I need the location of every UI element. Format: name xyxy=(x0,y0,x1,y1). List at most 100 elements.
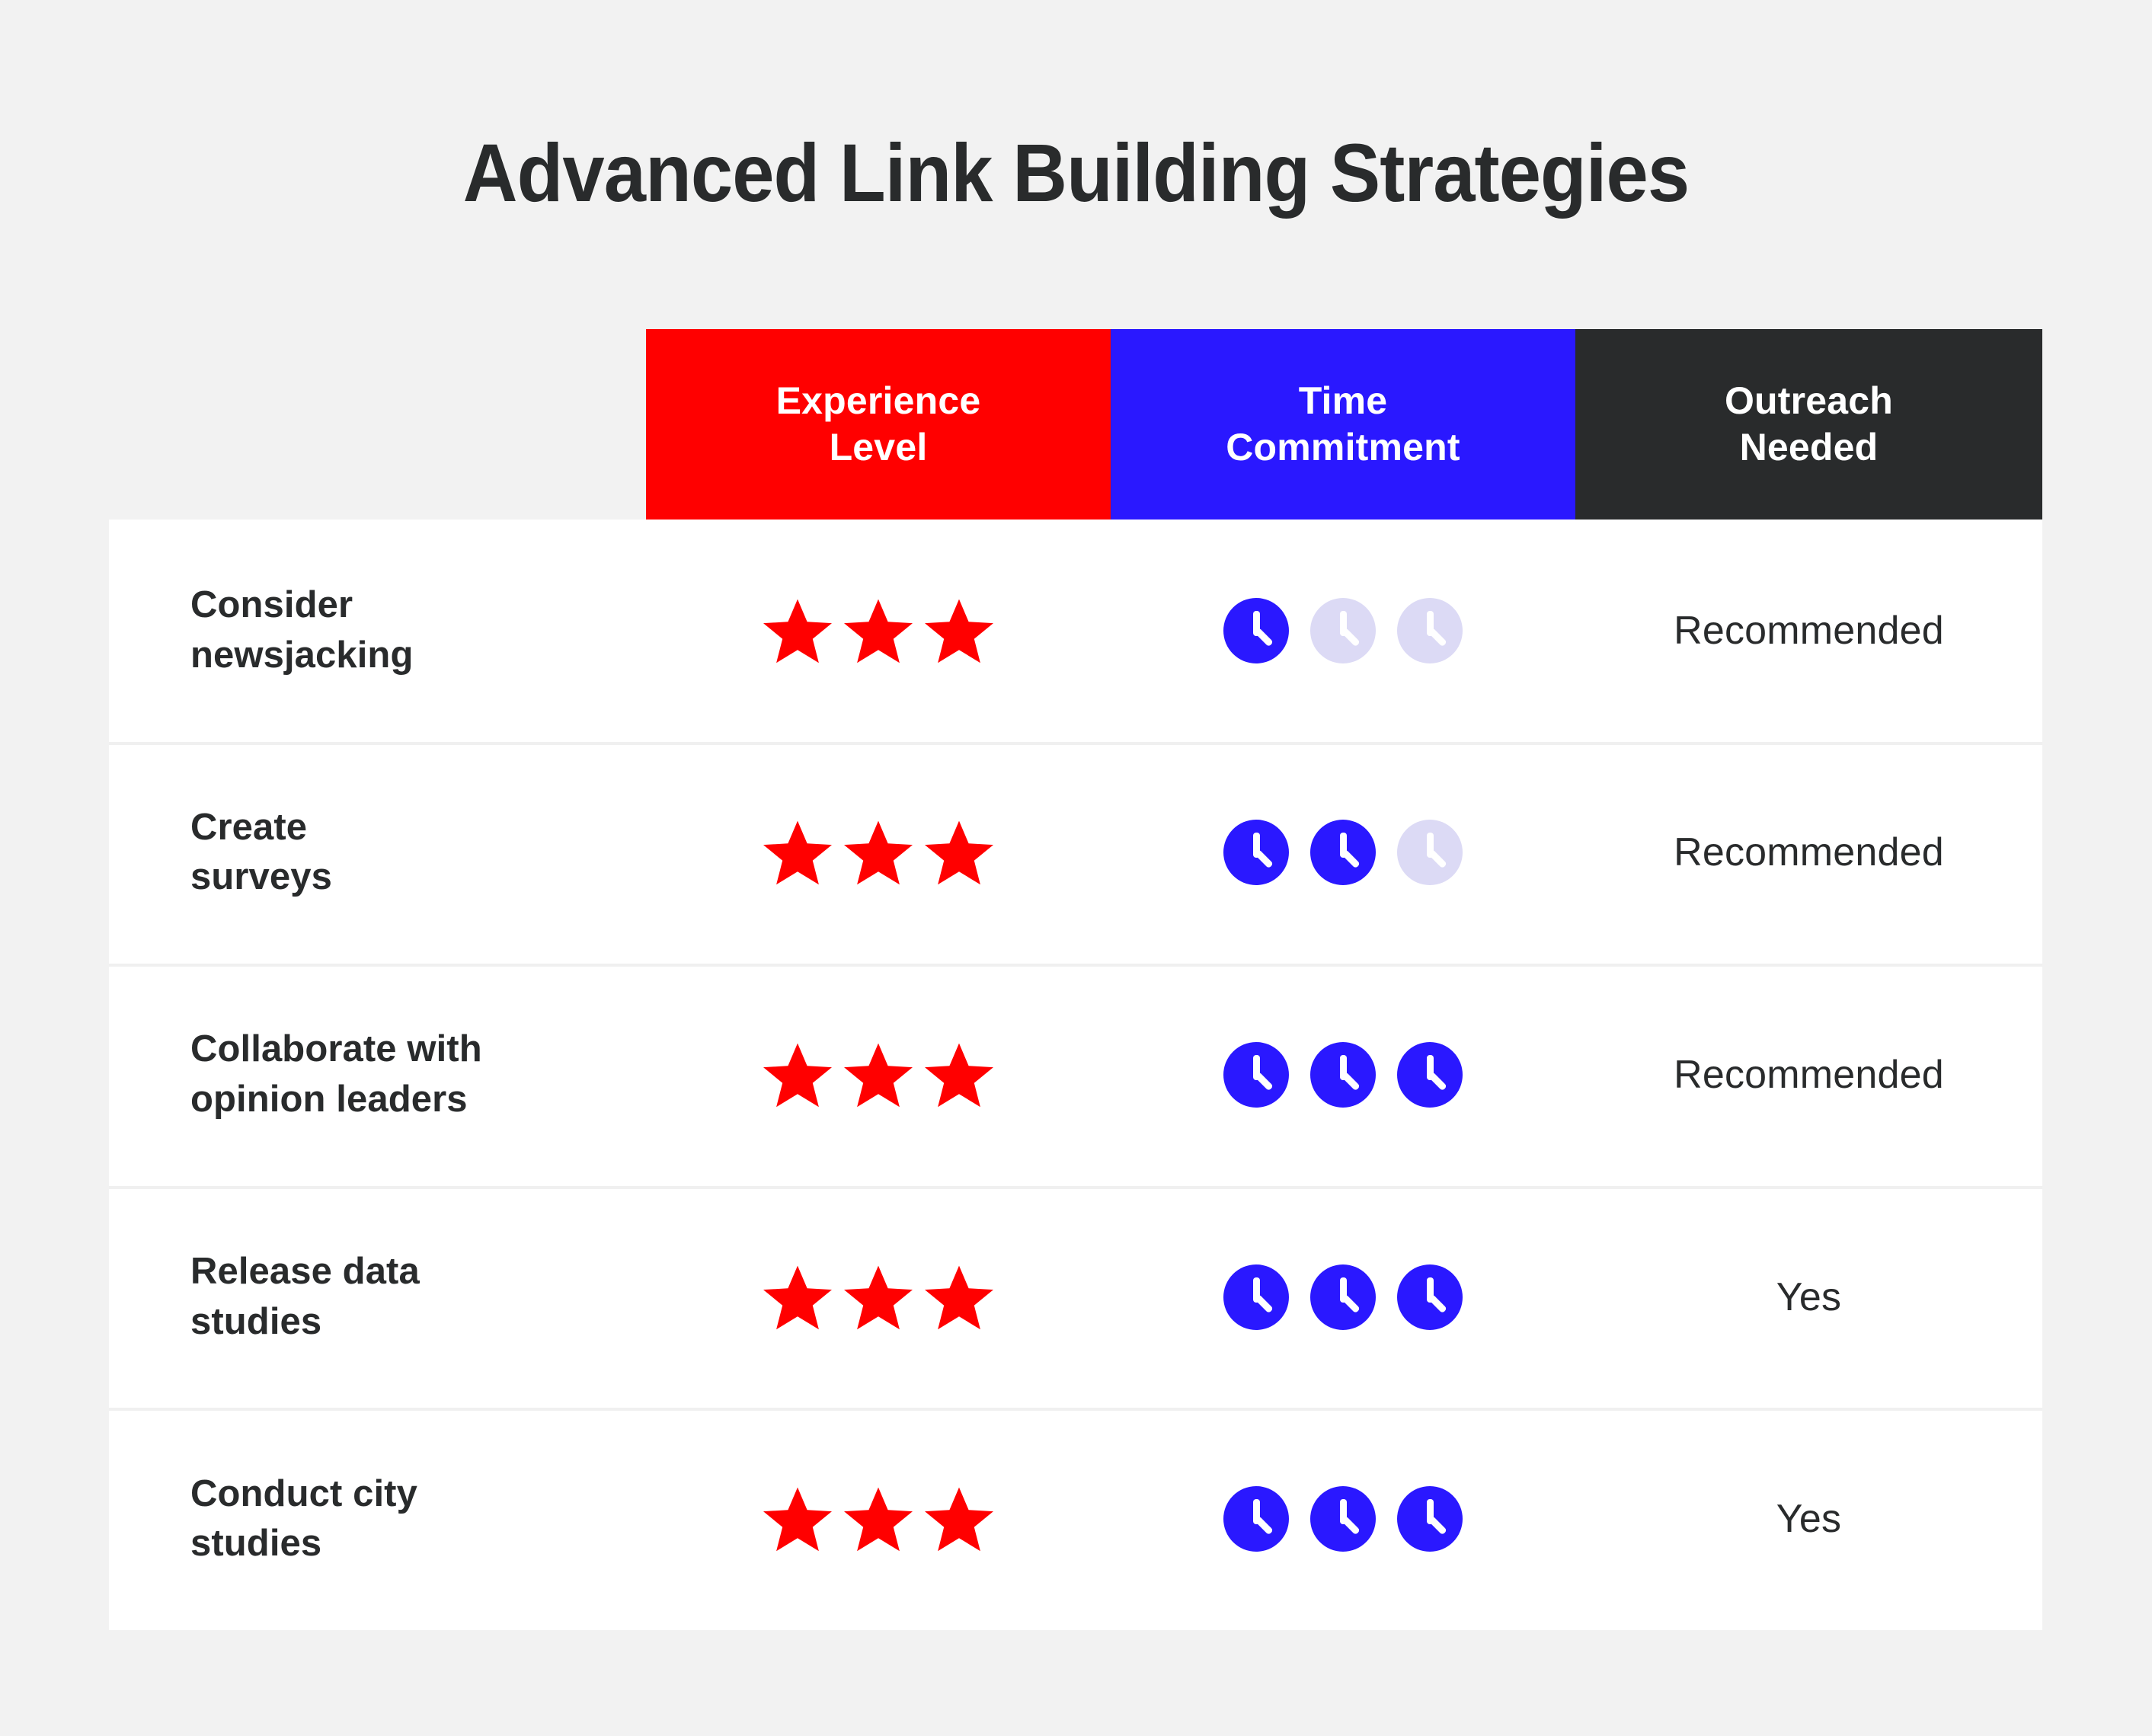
strategy-name-line1: Conduct city xyxy=(190,1472,417,1514)
experience-level-cell xyxy=(646,1485,1111,1553)
star-icon xyxy=(925,1041,993,1109)
time-commitment-cell xyxy=(1111,597,1575,663)
table-row: Collaborate with opinion leaders Recommend… xyxy=(109,964,2042,1186)
clock-icon-empty xyxy=(1397,820,1463,886)
time-commitment-cell xyxy=(1111,1264,1575,1330)
clock-icon-filled xyxy=(1223,1264,1289,1330)
outreach-needed-cell: Recommended xyxy=(1674,830,1944,875)
clock-icon-filled xyxy=(1397,1264,1463,1330)
clock-icon-filled xyxy=(1397,1041,1463,1108)
star-icon xyxy=(763,1041,832,1109)
clock-hour-hand xyxy=(1426,610,1434,636)
clock-minute-hand xyxy=(1340,627,1361,647)
clock-minute-hand xyxy=(1253,1071,1274,1092)
star-icon xyxy=(763,596,832,665)
clock-icon-filled xyxy=(1223,1486,1289,1552)
table-header-time-commitment: Time Commitment xyxy=(1111,329,1575,520)
star-icon xyxy=(925,596,993,665)
strategy-name-line1: Release data xyxy=(190,1250,420,1292)
clock-hour-hand xyxy=(1252,833,1260,858)
outreach-needed-cell: Yes xyxy=(1776,1497,1842,1542)
clock-hour-hand xyxy=(1339,1499,1347,1525)
clock-hour-hand xyxy=(1426,1499,1434,1525)
clock-hour-hand xyxy=(1426,1277,1434,1303)
clock-hour-hand xyxy=(1339,1277,1347,1303)
table-row: Conduct city studies Yes xyxy=(109,1408,2042,1630)
clock-icon-filled xyxy=(1397,1486,1463,1552)
clock-hour-hand xyxy=(1252,1054,1260,1080)
clock-icon-filled xyxy=(1310,1041,1376,1108)
star-icon xyxy=(763,818,832,887)
clock-icon-filled xyxy=(1223,820,1289,886)
strategy-name-line1: Create xyxy=(190,806,308,848)
strategy-name-cell: Release data studies xyxy=(109,1247,646,1347)
clock-minute-hand xyxy=(1427,1515,1447,1536)
clock-icon-empty xyxy=(1310,597,1376,663)
time-commitment-cell xyxy=(1111,820,1575,886)
clock-hour-hand xyxy=(1252,1499,1260,1525)
strategy-name-cell: Conduct city studies xyxy=(109,1469,646,1569)
clock-minute-hand xyxy=(1340,1293,1361,1313)
clock-minute-hand xyxy=(1340,1071,1361,1092)
header-label-line2: Level xyxy=(829,426,928,468)
experience-level-cell xyxy=(646,1263,1111,1332)
header-label-line1: Outreach xyxy=(1724,379,1894,422)
header-label-line2: Commitment xyxy=(1226,426,1460,468)
table-header-experience-level: Experience Level xyxy=(646,329,1111,520)
clock-hour-hand xyxy=(1339,833,1347,858)
header-label-line1: Time xyxy=(1298,379,1388,422)
clock-icon-filled xyxy=(1223,1041,1289,1108)
outreach-needed-cell: Recommended xyxy=(1674,1052,1944,1097)
strategy-name-line2: opinion leaders xyxy=(190,1078,468,1120)
clock-icon-filled xyxy=(1223,597,1289,663)
time-commitment-cell xyxy=(1111,1486,1575,1552)
table-row: Consider newsjacking Recommended xyxy=(109,520,2042,742)
strategy-name-line1: Consider xyxy=(190,584,353,626)
star-icon xyxy=(844,1485,913,1553)
clock-minute-hand xyxy=(1340,849,1361,869)
star-icon xyxy=(844,596,913,665)
strategy-name-line2: studies xyxy=(190,1523,322,1565)
strategy-name-line2: newsjacking xyxy=(190,634,414,676)
clock-hour-hand xyxy=(1339,1054,1347,1080)
clock-hour-hand xyxy=(1252,610,1260,636)
strategy-name-cell: Consider newsjacking xyxy=(109,580,646,680)
strategy-name-line2: studies xyxy=(190,1300,322,1342)
table-header-outreach-needed: Outreach Needed xyxy=(1575,329,2042,520)
table-row: Create surveys Recommended xyxy=(109,741,2042,964)
strategies-table: Experience Level Time Commitment Outreac… xyxy=(109,329,2042,1630)
strategy-name-line1: Collaborate with xyxy=(190,1028,482,1070)
strategy-name-line2: surveys xyxy=(190,856,332,898)
clock-hour-hand xyxy=(1339,610,1347,636)
table-row: Release data studies Yes xyxy=(109,1185,2042,1408)
clock-minute-hand xyxy=(1427,1293,1447,1313)
header-label-line2: Needed xyxy=(1739,426,1879,468)
clock-minute-hand xyxy=(1340,1515,1361,1536)
header-label-line1: Experience xyxy=(775,379,981,422)
clock-icon-filled xyxy=(1310,820,1376,886)
star-icon xyxy=(844,1263,913,1332)
table-header-strategy xyxy=(109,329,646,520)
clock-hour-hand xyxy=(1426,1054,1434,1080)
star-icon xyxy=(763,1485,832,1553)
star-icon xyxy=(844,1041,913,1109)
clock-icon-filled xyxy=(1310,1486,1376,1552)
clock-minute-hand xyxy=(1427,627,1447,647)
star-icon xyxy=(844,818,913,887)
star-icon xyxy=(925,1485,993,1553)
strategy-name-cell: Create surveys xyxy=(109,803,646,903)
clock-hour-hand xyxy=(1252,1277,1260,1303)
outreach-needed-cell: Yes xyxy=(1776,1274,1842,1319)
experience-level-cell xyxy=(646,818,1111,887)
outreach-needed-cell: Recommended xyxy=(1674,608,1944,653)
page-title: Advanced Link Building Strategies xyxy=(462,126,1690,219)
clock-minute-hand xyxy=(1427,849,1447,869)
star-icon xyxy=(925,1263,993,1332)
table-header-row: Experience Level Time Commitment Outreac… xyxy=(109,329,2042,520)
strategy-name-cell: Collaborate with opinion leaders xyxy=(109,1025,646,1124)
star-icon xyxy=(925,818,993,887)
time-commitment-cell xyxy=(1111,1041,1575,1108)
experience-level-cell xyxy=(646,596,1111,665)
clock-minute-hand xyxy=(1427,1071,1447,1092)
